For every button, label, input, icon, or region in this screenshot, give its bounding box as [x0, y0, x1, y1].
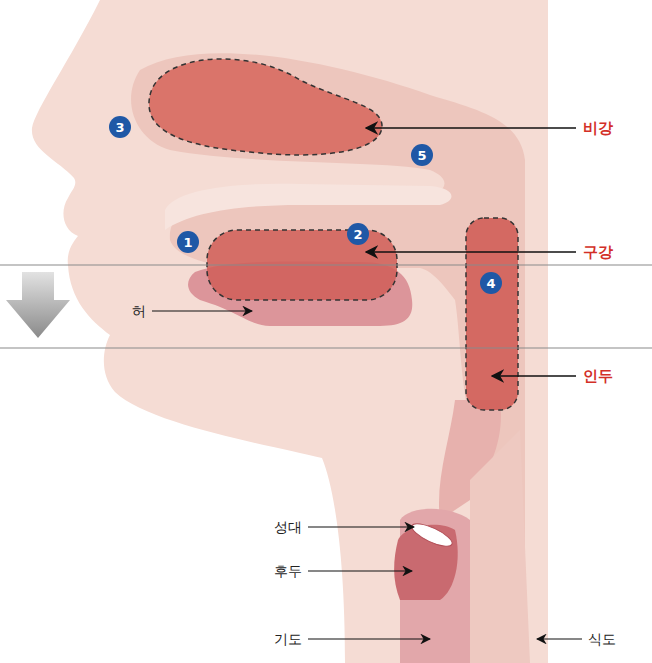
palate: [165, 184, 451, 230]
callout-number: 3: [109, 116, 131, 138]
nasal-cavity: [149, 59, 382, 155]
callout-number: 2: [347, 223, 369, 245]
leader-line: [366, 251, 576, 253]
pharynx: [466, 218, 518, 410]
leader-line: [308, 638, 430, 639]
leader-line: [366, 127, 576, 129]
part-label: 후두: [274, 564, 302, 578]
part-label: 기도: [274, 632, 302, 646]
part-label: 성대: [274, 520, 302, 534]
leader-line: [308, 526, 414, 527]
leader-line: [537, 638, 582, 639]
guide-line: [0, 264, 652, 265]
region-label: 인두: [583, 369, 613, 384]
leader-line: [492, 375, 576, 377]
leader-line: [308, 570, 412, 571]
down-arrow: [6, 272, 70, 338]
vocal-cord: [409, 519, 455, 550]
leader-line: [152, 310, 252, 311]
callout-number: 1: [177, 231, 199, 253]
callout-number: 5: [411, 144, 433, 166]
callout-number: 4: [480, 272, 502, 294]
esophagus: [470, 430, 530, 663]
head-skin: [32, 0, 548, 663]
part-label: 허: [132, 304, 146, 318]
guide-line: [0, 347, 652, 348]
part-label: 식도: [588, 632, 616, 646]
region-label: 구강: [583, 245, 613, 260]
region-label: 비강: [583, 121, 613, 136]
inner-tissue: [131, 53, 525, 663]
